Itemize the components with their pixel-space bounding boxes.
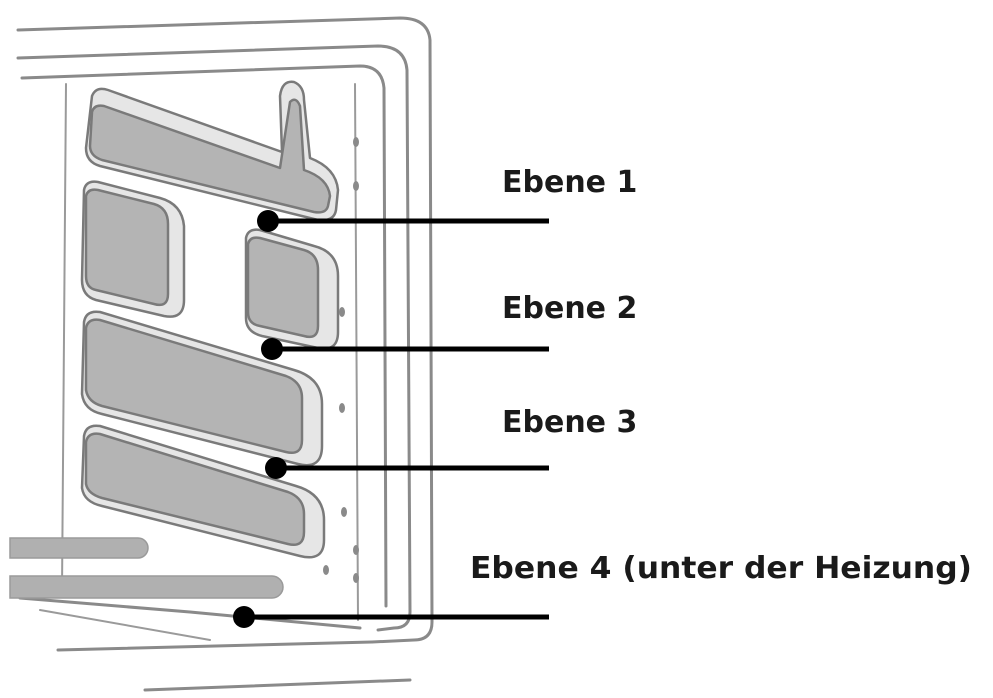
hole [353,573,359,583]
oven-base-edge [143,678,412,692]
heating-elements [9,537,284,599]
label-level-2: Ebene 2 [502,291,637,326]
cavity-back-corner [61,83,67,591]
cavity-floor-inner [39,609,211,641]
hole [353,545,359,555]
hole [353,181,359,191]
marker-dot-level-4 [233,606,255,628]
shelf-rib-left [84,188,170,307]
cavity-floor-edge [18,596,362,630]
oven-inner-edge [16,44,412,632]
shelf-rib-right [246,236,320,339]
hole [339,403,345,413]
oven-bottom-edge [56,640,374,652]
level-markers [233,210,549,628]
cavity-side-front-edge [354,83,359,621]
marker-dot-level-3 [265,457,287,479]
hole [341,507,347,517]
hole [353,137,359,147]
oven-cavity-top-edge [20,64,388,608]
shelf-rail-top [88,98,332,214]
oven-frame [16,16,434,692]
shelf-rails [80,80,340,559]
hole [323,565,329,575]
oven-outer-edge [16,16,434,644]
side-wall-holes [323,137,359,583]
shelf-rail-middle [84,318,304,454]
marker-dot-level-1 [257,210,279,232]
level-labels: Ebene 1 Ebene 2 Ebene 3 Ebene 4 (unter d… [470,165,972,586]
label-level-1: Ebene 1 [502,165,637,200]
label-level-3: Ebene 3 [502,405,637,440]
label-level-4: Ebene 4 (unter der Heizung) [470,551,972,586]
shelf-rail-lower [84,432,306,546]
heating-element-lower [9,575,284,599]
marker-dot-level-2 [261,338,283,360]
heating-element-upper [9,537,149,559]
hole [339,307,345,317]
